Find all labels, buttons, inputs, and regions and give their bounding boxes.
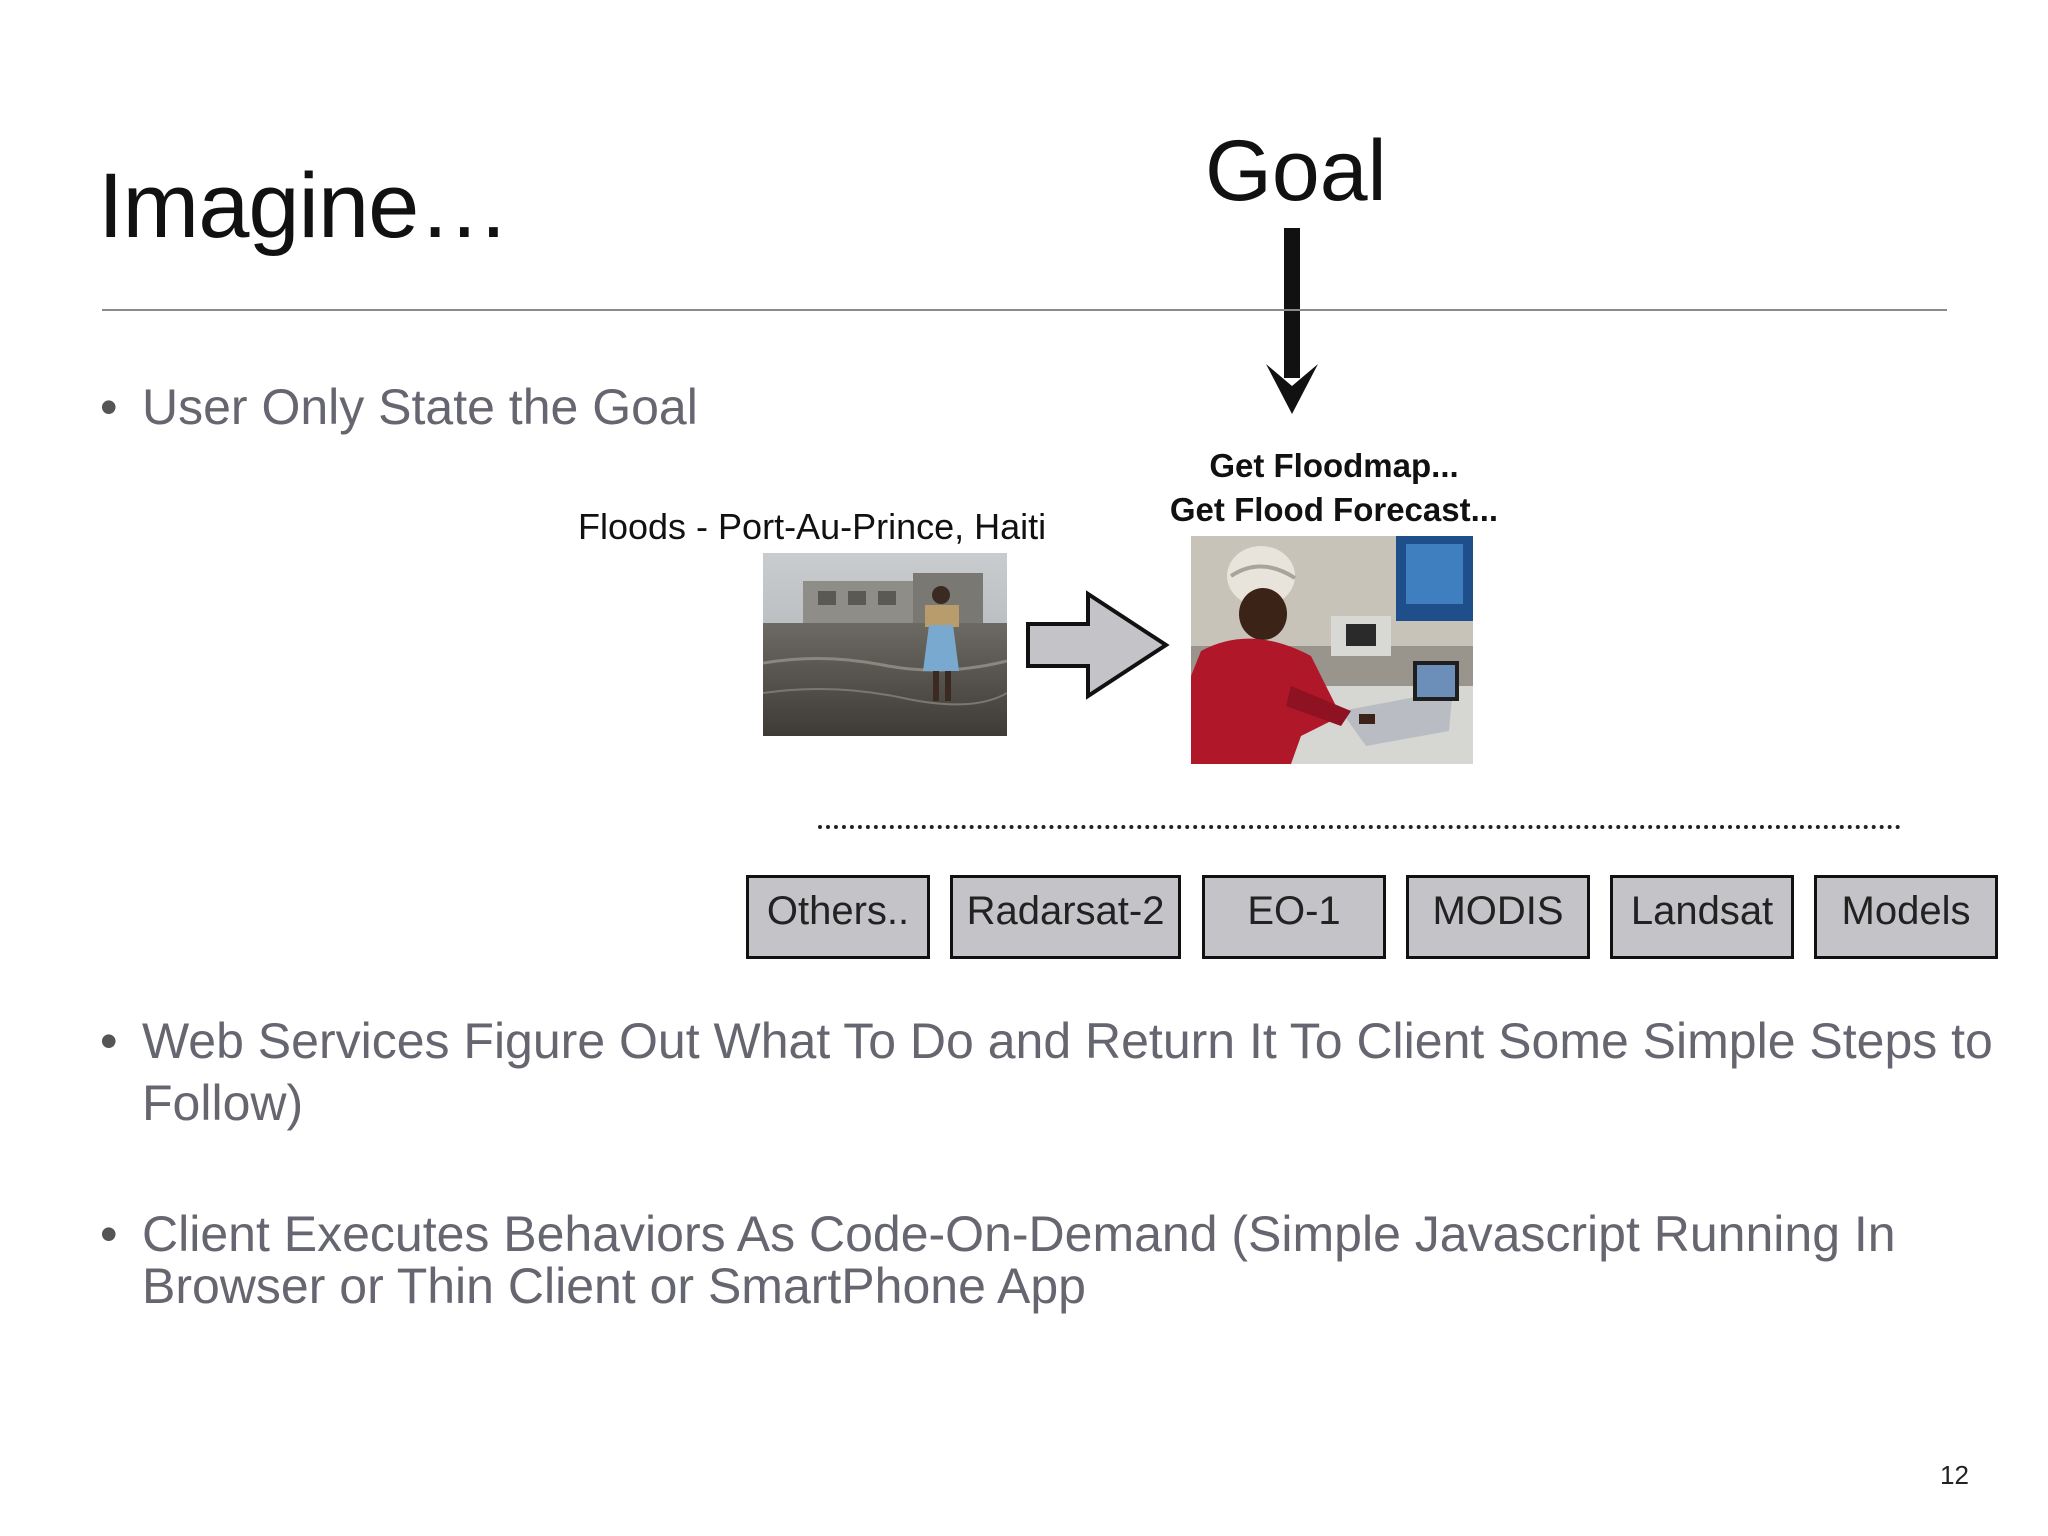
goal-caption: Get Floodmap... Get Flood Forecast... — [1134, 444, 1534, 532]
dotted-divider — [818, 825, 1901, 829]
service-box-models: Models — [1814, 875, 1998, 959]
service-box-modis: MODIS — [1406, 875, 1590, 959]
flood-photo — [763, 553, 1007, 736]
service-box-others: Others.. — [746, 875, 930, 959]
title-divider — [102, 309, 1947, 311]
bullet-web-services: Web Services Figure Out What To Do and R… — [100, 1010, 2022, 1134]
service-box-eo-1: EO-1 — [1202, 875, 1386, 959]
page-number: 12 — [1940, 1460, 1969, 1490]
user-photo — [1191, 536, 1473, 764]
goal-label: Goal — [1205, 123, 1387, 219]
slide-title: Imagine… — [98, 155, 510, 257]
right-arrow-icon — [1026, 590, 1170, 700]
goal-caption-line-1: Get Floodmap... — [1209, 447, 1459, 484]
service-box-landsat: Landsat — [1610, 875, 1794, 959]
flood-caption: Floods - Port-Au-Prince, Haiti — [578, 506, 1047, 547]
service-box-radarsat-2: Radarsat-2 — [950, 875, 1181, 959]
bullet-client-executes: Client Executes Behaviors As Code-On-Dem… — [100, 1208, 2022, 1312]
bullet-user-goal: User Only State the Goal — [100, 376, 2022, 438]
goal-caption-line-2: Get Flood Forecast... — [1169, 491, 1499, 528]
